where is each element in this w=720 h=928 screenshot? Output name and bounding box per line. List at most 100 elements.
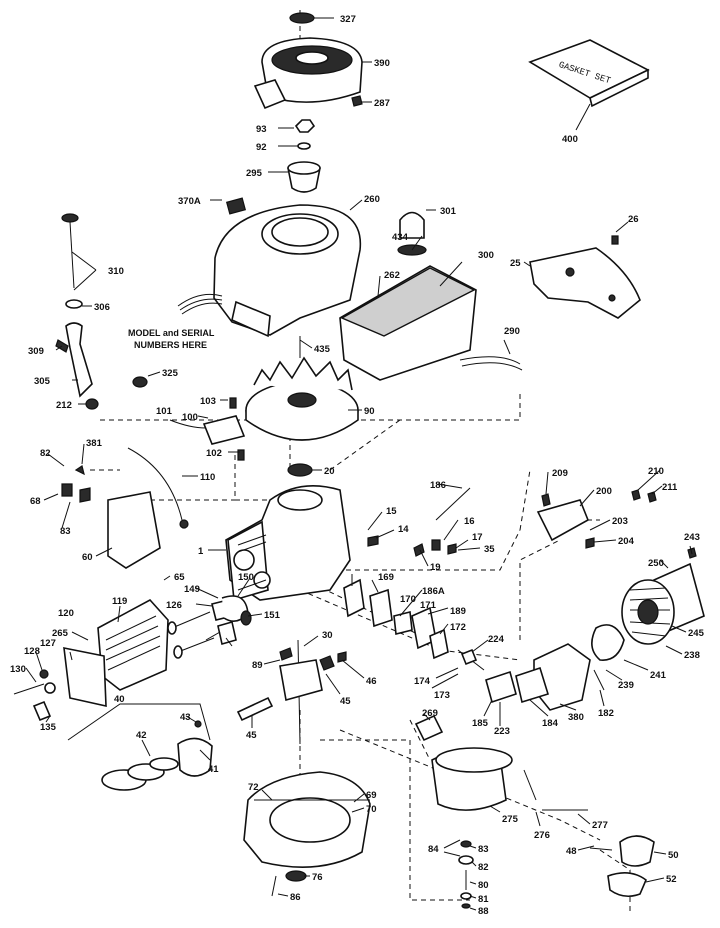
baffle-plate — [107, 491, 161, 569]
part-label: 1 — [198, 546, 204, 557]
fuel-tank — [339, 211, 523, 381]
part-label: 68 — [30, 496, 41, 507]
part-label: 135 — [40, 722, 57, 733]
fuel-pump — [589, 835, 655, 898]
part-label: 287 — [374, 98, 390, 109]
part-label: 126 — [166, 600, 182, 611]
part-label: 260 — [364, 194, 380, 205]
part-label: 173 — [434, 690, 450, 701]
part-label: 103 — [200, 396, 216, 407]
intake-gaskets — [343, 578, 449, 660]
assembly-dashed-lines — [90, 10, 631, 915]
part-label: 46 — [366, 676, 377, 687]
part-label: 305 — [34, 376, 51, 387]
part-label: 52 — [666, 874, 677, 885]
part-label: 300 — [478, 250, 494, 261]
part-label: 128 — [24, 646, 40, 657]
part-label: 25 — [510, 258, 521, 269]
part-label: 14 — [398, 524, 409, 535]
part-label: 82 — [40, 448, 51, 459]
part-label: 435 — [314, 344, 331, 355]
part-label: 100 — [182, 412, 198, 423]
part-label: 184 — [542, 718, 559, 729]
rewind-starter — [253, 12, 363, 110]
part-label: 174 — [414, 676, 431, 687]
part-label: 35 — [484, 544, 495, 555]
part-label: 149 — [184, 584, 200, 595]
part-label: 151 — [264, 610, 281, 621]
part-label: 295 — [246, 168, 263, 179]
part-label: 209 — [552, 468, 568, 479]
part-label: 82 — [478, 862, 489, 873]
part-label: 93 — [256, 124, 267, 135]
part-label: 150 — [238, 572, 254, 583]
cylinder-head — [13, 598, 169, 722]
part-label: 20 — [324, 466, 335, 477]
part-label: 210 — [648, 466, 664, 477]
part-label: 306 — [94, 302, 110, 313]
part-label: 60 — [82, 552, 93, 563]
part-label: 400 — [562, 134, 578, 145]
oil-sump — [243, 771, 371, 897]
part-label: 186A — [422, 586, 445, 597]
part-label: 70 — [366, 804, 377, 815]
part-label: 325 — [162, 368, 179, 379]
part-label: 186 — [430, 480, 446, 491]
part-label: 40 — [114, 694, 125, 705]
part-label: 90 — [364, 406, 375, 417]
muffler — [414, 714, 588, 811]
part-label: 76 — [312, 872, 323, 883]
part-label: 290 — [504, 326, 520, 337]
part-label: 327 — [340, 14, 356, 25]
part-label: 16 — [464, 516, 475, 527]
part-label: 127 — [40, 638, 56, 649]
part-label: 276 — [534, 830, 550, 841]
plug-212 — [85, 398, 99, 410]
part-label: 170 — [400, 594, 416, 605]
part-label: 212 — [56, 400, 72, 411]
air-cleaner — [591, 547, 705, 661]
part-label: 262 — [384, 270, 400, 281]
part-label: 80 — [478, 880, 489, 891]
part-label: 172 — [450, 622, 466, 633]
seal-20 — [287, 463, 313, 477]
part-label: 50 — [668, 850, 679, 861]
part-label: 110 — [200, 472, 215, 483]
part-number-labels: 327 390 287 93 92 295 400 370A 260 301 2… — [10, 14, 705, 917]
part-label: 243 — [684, 532, 700, 543]
part-label: 41 — [208, 764, 219, 775]
carburetor — [457, 643, 605, 711]
part-label: 211 — [662, 482, 678, 493]
part-label: 241 — [650, 670, 667, 681]
part-label: 370A — [178, 196, 201, 207]
part-label: 269 — [422, 708, 438, 719]
part-label: 169 — [378, 572, 394, 583]
part-label: 189 — [450, 606, 466, 617]
part-label: 171 — [420, 600, 437, 611]
part-label: 45 — [340, 696, 351, 707]
piston-rings — [67, 703, 213, 791]
model-serial-note: MODEL and SERIAL NUMBERS HERE — [128, 328, 215, 350]
control-bracket — [536, 489, 657, 549]
part-label: 83 — [478, 844, 489, 855]
part-label: 17 — [472, 532, 483, 543]
part-label: 92 — [256, 142, 267, 153]
cylinder-block — [225, 484, 351, 602]
part-label: 45 — [246, 730, 257, 741]
part-label: 119 — [112, 596, 127, 607]
governor-linkage — [367, 487, 471, 557]
model-serial-line2: NUMBERS HERE — [134, 340, 207, 350]
part-label: 238 — [684, 650, 700, 661]
part-label: 65 — [174, 572, 185, 583]
part-label: 265 — [52, 628, 69, 639]
nut-washer-cup — [287, 119, 321, 193]
part-label: 381 — [86, 438, 103, 449]
part-label: 245 — [688, 628, 705, 639]
model-serial-line1: MODEL and SERIAL — [128, 328, 215, 338]
part-label: 86 — [290, 892, 301, 903]
part-label: 19 — [430, 562, 441, 573]
crankshaft — [236, 639, 347, 745]
part-label: 84 — [428, 844, 439, 855]
part-label: 275 — [502, 814, 519, 825]
